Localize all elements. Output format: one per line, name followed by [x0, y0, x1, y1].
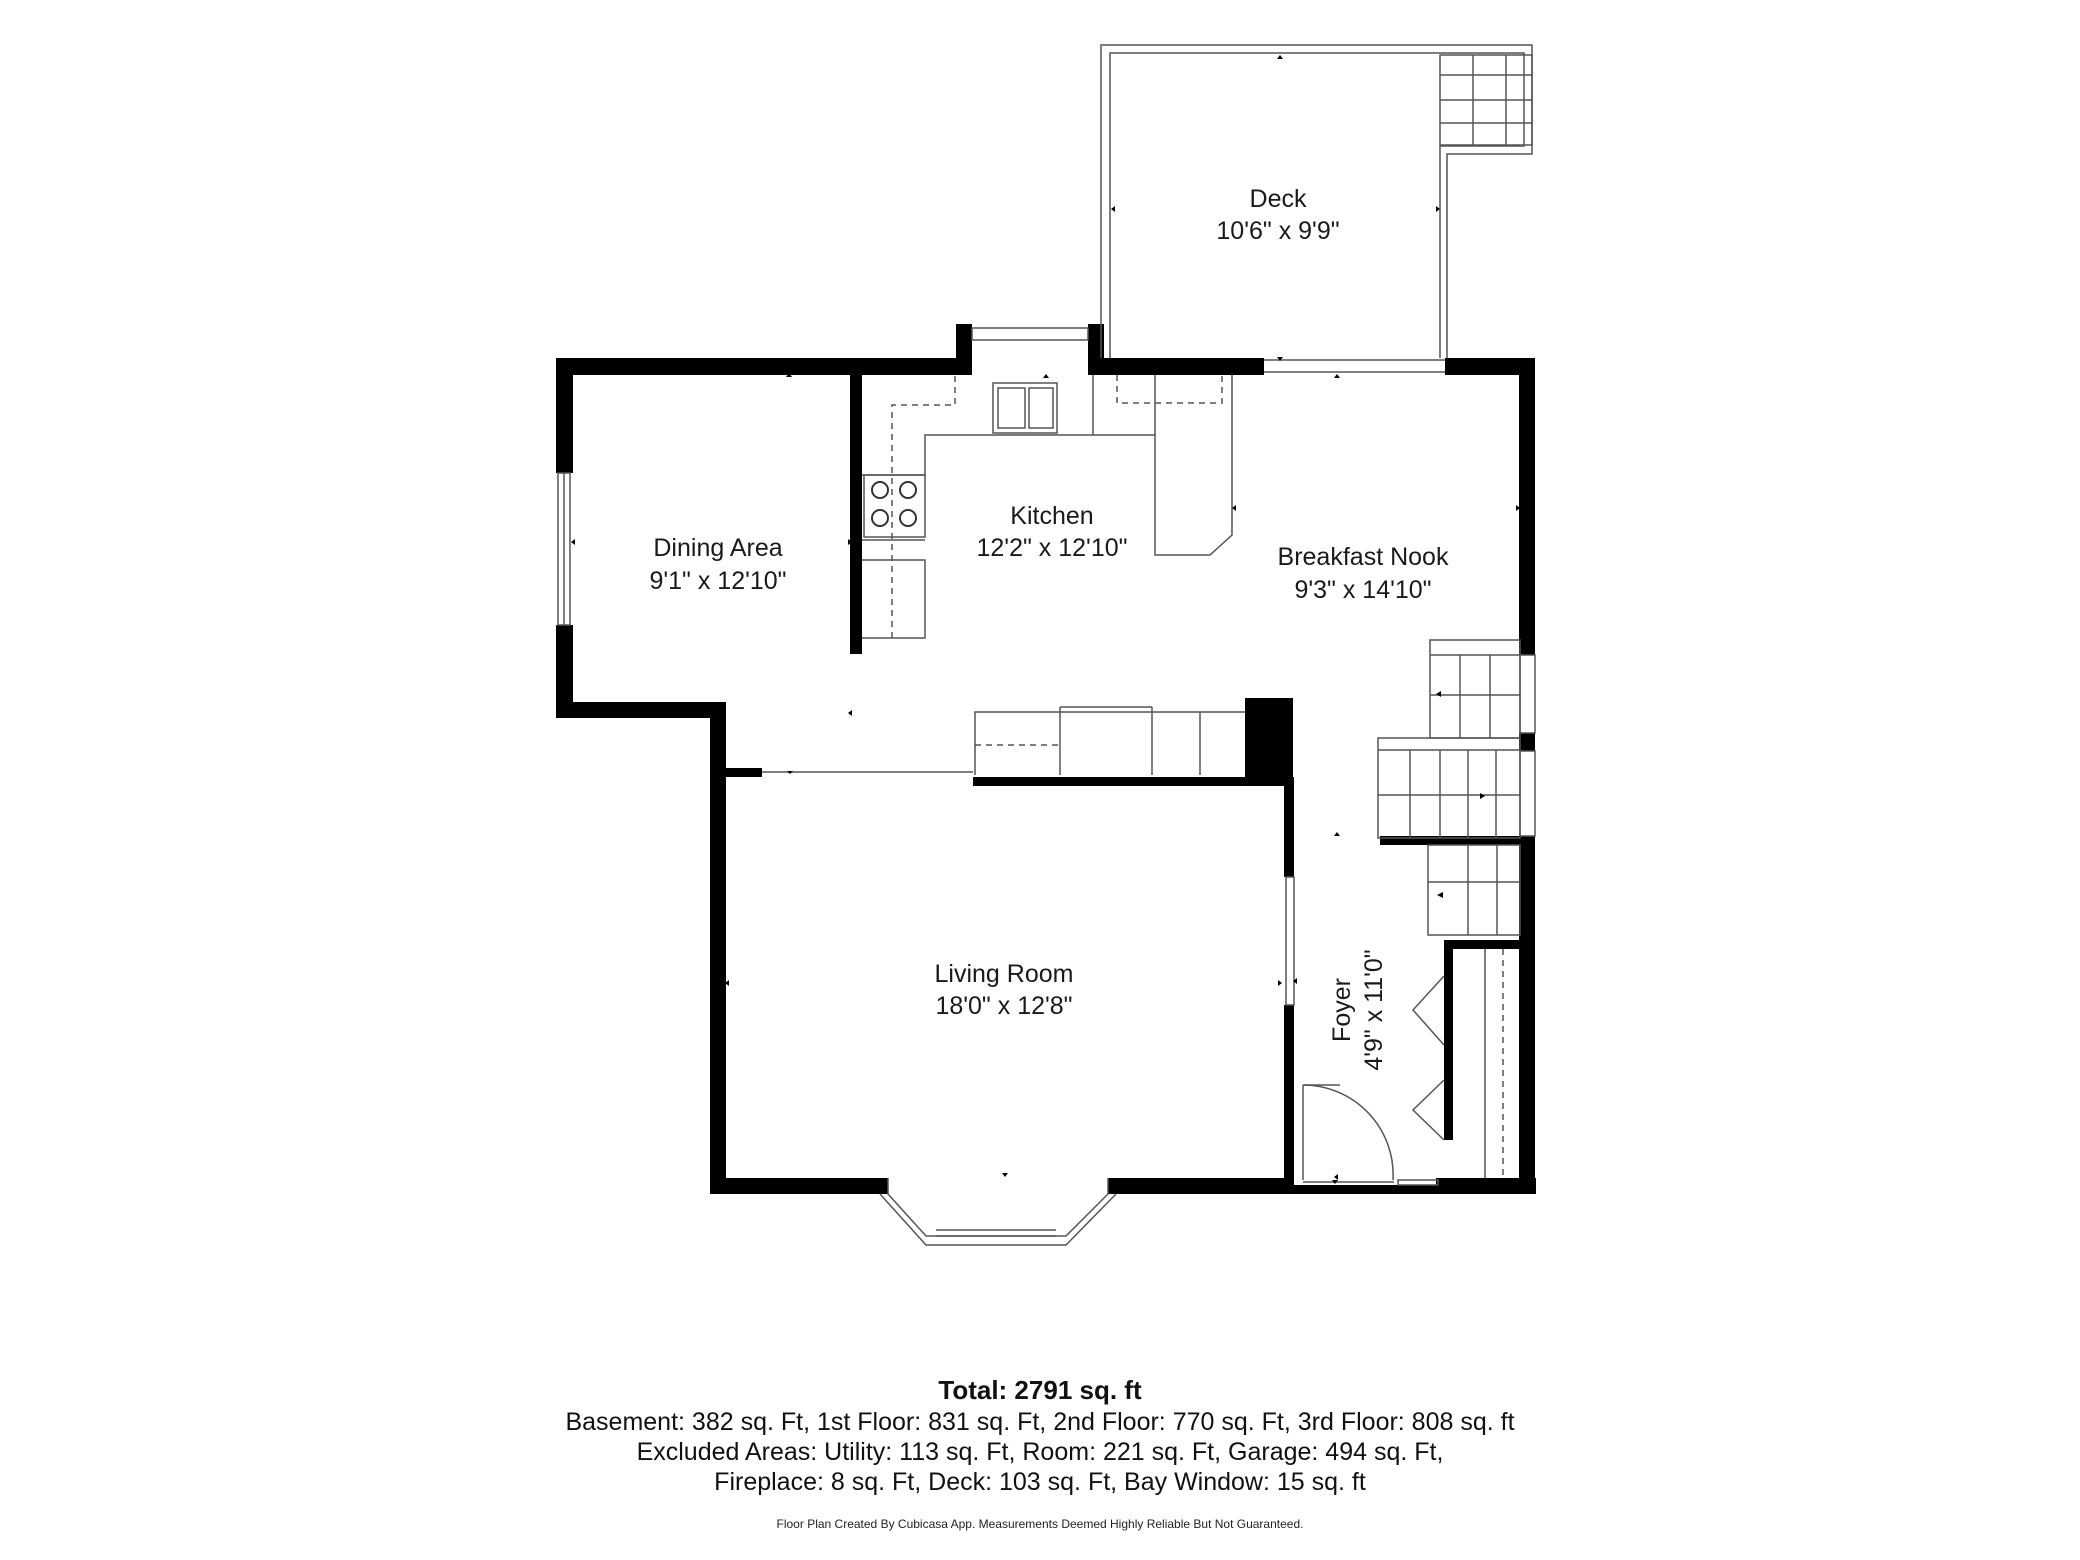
thin-lines	[557, 44, 1536, 1246]
living-name: Living Room	[935, 960, 1074, 988]
kitchen-size: 12'2" x 12'10"	[976, 534, 1127, 562]
kitchen-name: Kitchen	[1010, 502, 1093, 530]
dining-name: Dining Area	[653, 534, 782, 562]
deck-name: Deck	[1250, 185, 1307, 213]
breakfast-name: Breakfast Nook	[1278, 543, 1449, 571]
room-labels: Deck 10'6" x 9'9" Kitchen 12'2" x 12'10"…	[649, 185, 1449, 1071]
floor-areas: Basement: 382 sq. Ft, 1st Floor: 831 sq.…	[565, 1408, 1515, 1436]
disclaimer: Floor Plan Created By Cubicasa App. Meas…	[776, 1517, 1304, 1531]
dimension-markers	[571, 55, 1520, 1184]
breakfast-size: 9'3" x 14'10"	[1294, 576, 1431, 604]
stove-burners	[871, 481, 917, 527]
walls	[556, 324, 1536, 1194]
excluded-areas: Excluded Areas: Utility: 113 sq. Ft, Roo…	[636, 1438, 1444, 1466]
excluded-areas-continued: Fireplace: 8 sq. Ft, Deck: 103 sq. Ft, B…	[714, 1468, 1366, 1496]
foyer-name: Foyer	[1328, 978, 1356, 1042]
dining-size: 9'1" x 12'10"	[649, 567, 786, 595]
foyer-size: 4'9" x 11'0"	[1360, 949, 1388, 1070]
total-area: Total: 2791 sq. ft	[938, 1375, 1142, 1405]
living-size: 18'0" x 12'8"	[935, 992, 1072, 1020]
deck-size: 10'6" x 9'9"	[1216, 217, 1339, 245]
